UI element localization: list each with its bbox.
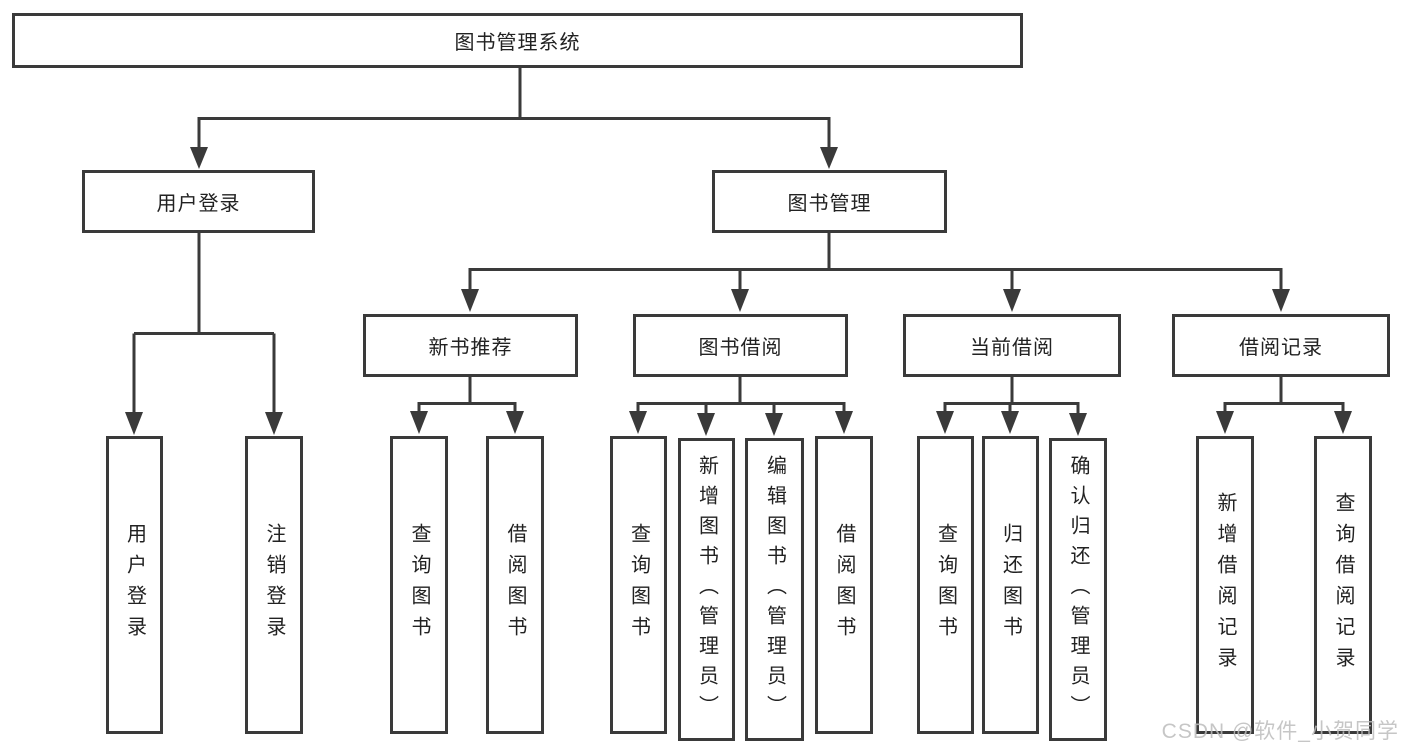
csdn-watermark: CSDN @软件_小贺同学 xyxy=(1161,720,1399,743)
node-current-borrowing: 当前借阅 xyxy=(903,314,1121,377)
node-new-book-recommend: 新书推荐 xyxy=(363,314,578,377)
leaf-query-books: 查询图书 xyxy=(610,436,667,734)
leaf-add-books-admin: 新增图书（管理员） xyxy=(678,438,735,741)
leaf-logout: 注销登录 xyxy=(245,436,303,734)
node-book-management: 图书管理 xyxy=(712,170,947,233)
leaf-query-books: 查询图书 xyxy=(917,436,974,734)
leaf-confirm-return-admin: 确认归还（管理员） xyxy=(1049,438,1107,741)
leaf-edit-books-admin: 编辑图书（管理员） xyxy=(745,438,804,741)
leaf-borrow-books: 借阅图书 xyxy=(486,436,544,734)
node-borrowing-records: 借阅记录 xyxy=(1172,314,1390,377)
leaf-query-books: 查询图书 xyxy=(390,436,448,734)
leaf-add-borrow-record: 新增借阅记录 xyxy=(1196,436,1254,734)
node-book-borrowing: 图书借阅 xyxy=(633,314,848,377)
leaf-borrow-books: 借阅图书 xyxy=(815,436,873,734)
node-library-system: 图书管理系统 xyxy=(12,13,1023,68)
node-user-login: 用户登录 xyxy=(82,170,315,233)
leaf-query-borrow-record: 查询借阅记录 xyxy=(1314,436,1372,734)
leaf-return-books: 归还图书 xyxy=(982,436,1039,734)
leaf-user-login: 用户登录 xyxy=(106,436,163,734)
